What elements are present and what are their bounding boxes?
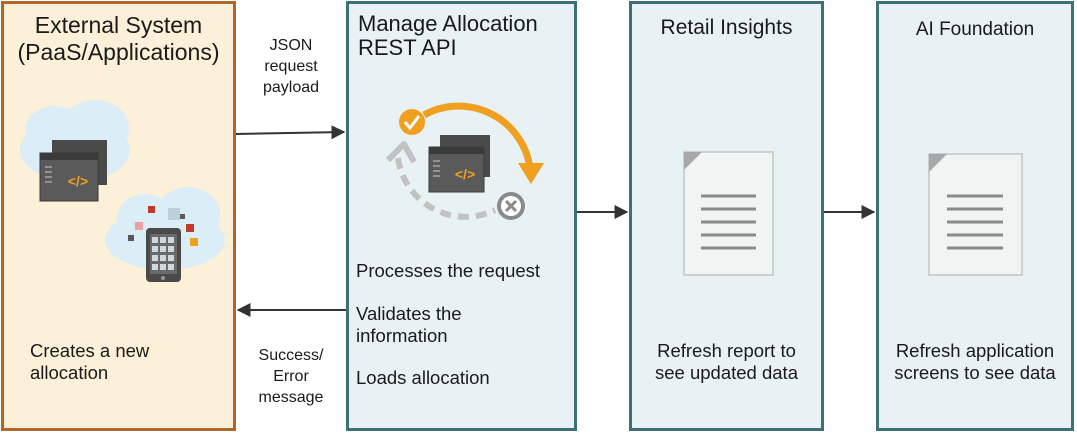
external-title-line2: (PaaS/Applications) (17, 39, 220, 66)
refresh-cycle-icon (385, 102, 544, 220)
ai-description: Refresh application screens to see data (876, 340, 1074, 384)
response-label-line3: message (258, 388, 324, 406)
data-squares (128, 206, 198, 246)
svg-text:</>: </> (455, 166, 475, 182)
manage-step-load: Loads allocation (356, 367, 490, 388)
document-icon (683, 151, 774, 276)
manage-title-line1: Manage Allocation (358, 11, 538, 36)
external-system-title: External System (PaaS/Applications) (6, 12, 231, 66)
manage-step2-line2: information (356, 324, 448, 346)
request-arrow-label: JSON request payload (238, 36, 344, 98)
external-desc-line2: allocation (30, 361, 109, 383)
manage-step2-line1: Validates the (356, 303, 462, 324)
ai-desc-line1: Refresh application (895, 340, 1055, 361)
request-label-line2: request (264, 57, 318, 75)
code-window-icon: </> (428, 135, 490, 193)
tablet-icon (146, 228, 181, 282)
request-label-line1: JSON (269, 37, 313, 54)
external-description: Creates a new allocation (30, 340, 149, 384)
code-window-icon: </> (39, 140, 107, 202)
manage-step-validate: Validates the information (356, 303, 462, 347)
manage-step-process: Processes the request (356, 260, 541, 281)
retail-desc-line2: see updated data (655, 361, 798, 383)
request-arrow (235, 125, 346, 140)
ai-desc-line2: screens to see data (894, 361, 1056, 383)
retail-description: Refresh report to see updated data (629, 340, 824, 384)
response-label-line2: Error (273, 367, 309, 385)
document-icon (928, 153, 1023, 276)
svg-text:</>: </> (68, 173, 88, 189)
error-x-icon (497, 192, 525, 220)
manage-allocation-title: Manage Allocation REST API (358, 11, 538, 61)
response-arrow-label: Success/ Error message (238, 346, 344, 408)
manage-title-line2: REST API (358, 35, 457, 61)
retail-insights-title: Retail Insights (660, 16, 793, 39)
external-title-line1: External System (34, 12, 203, 38)
check-icon (399, 109, 425, 135)
response-label-line1: Success/ (258, 347, 324, 364)
request-label-line3: payload (262, 78, 320, 96)
external-desc-line1: Creates a new (30, 340, 150, 361)
ai-foundation-title: AI Foundation (915, 19, 1035, 40)
retail-desc-line1: Refresh report to (657, 340, 796, 361)
